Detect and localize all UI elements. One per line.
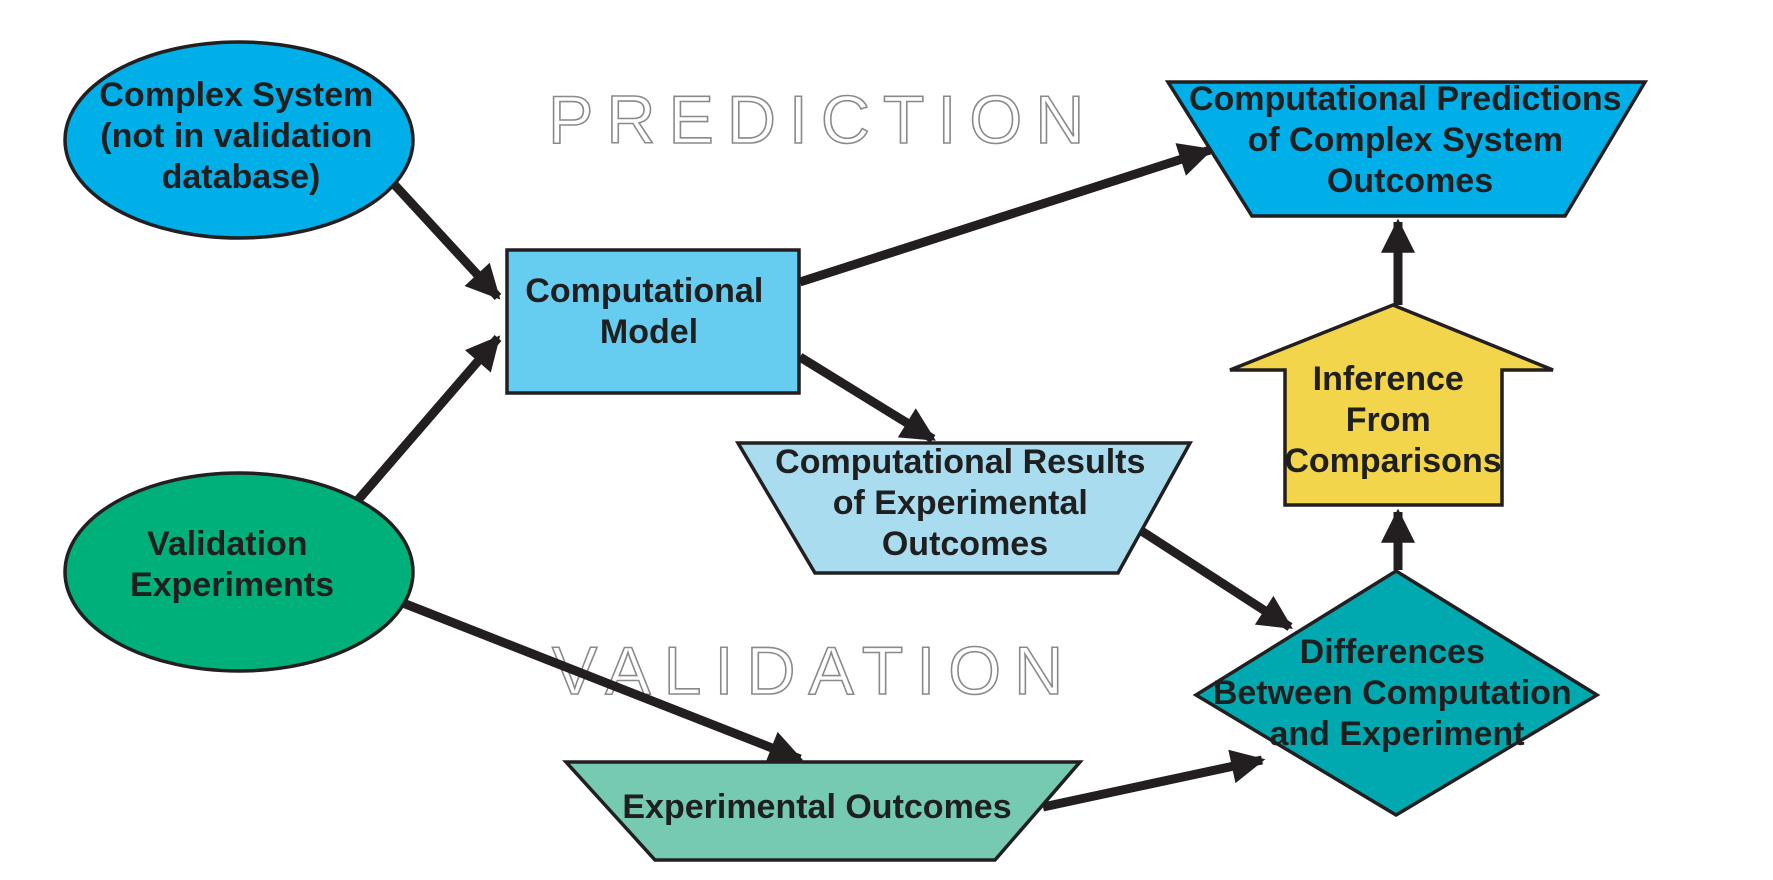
node-experimental-outcomes: Experimental Outcomes: [562, 760, 1084, 862]
node-inference: Inference From Comparisons: [1229, 303, 1554, 507]
validation-experiments-label: Validation Experiments: [130, 525, 334, 604]
computational-model-label: Computational Model: [525, 272, 772, 351]
edge-results-to-differences: [1137, 526, 1293, 631]
experimental-outcomes-label: Experimental Outcomes: [622, 788, 1011, 826]
computational-model-shape: [505, 248, 801, 395]
inference-shape: [1229, 303, 1554, 507]
node-computational-predictions: Computational Predictions of Complex Sys…: [1164, 80, 1649, 218]
complex-system-label: Complex System (not in validation databa…: [99, 76, 382, 196]
validation-experiments-shape: [63, 471, 415, 673]
computational-results-label: Computational Results of Experimental Ou…: [775, 443, 1155, 563]
prediction-banner: PREDICTION: [548, 82, 1097, 158]
differences-shape: [1192, 568, 1601, 818]
edge-validation-to-outcomes: [401, 598, 804, 764]
node-computational-model: Computational Model: [505, 248, 801, 395]
experimental-outcomes-shape: [562, 760, 1084, 862]
inference-label: Inference From Comparisons: [1284, 360, 1501, 480]
edges: [354, 143, 1416, 812]
differences-label: Differences Between Computation and Expe…: [1213, 633, 1581, 753]
validation-banner: VALIDATION: [552, 633, 1076, 709]
node-validation-experiments: Validation Experiments: [63, 471, 415, 673]
node-complex-system: Complex System (not in validation databa…: [63, 40, 415, 240]
node-differences: Differences Between Computation and Expe…: [1192, 568, 1601, 818]
computational-predictions-label: Computational Predictions of Complex Sys…: [1189, 80, 1631, 200]
complex-system-shape: [63, 40, 415, 240]
edge-model-to-results: [797, 353, 936, 443]
computational-predictions-shape: [1164, 80, 1649, 218]
edge-model-to-predictions: [798, 143, 1214, 287]
computational-results-shape: [734, 441, 1193, 575]
edge-outcomes-to-differences: [1042, 749, 1266, 812]
edge-validation-to-model: [354, 335, 502, 503]
node-computational-results: Computational Results of Experimental Ou…: [734, 441, 1193, 575]
edge-complex-system-to-model: [388, 178, 502, 301]
